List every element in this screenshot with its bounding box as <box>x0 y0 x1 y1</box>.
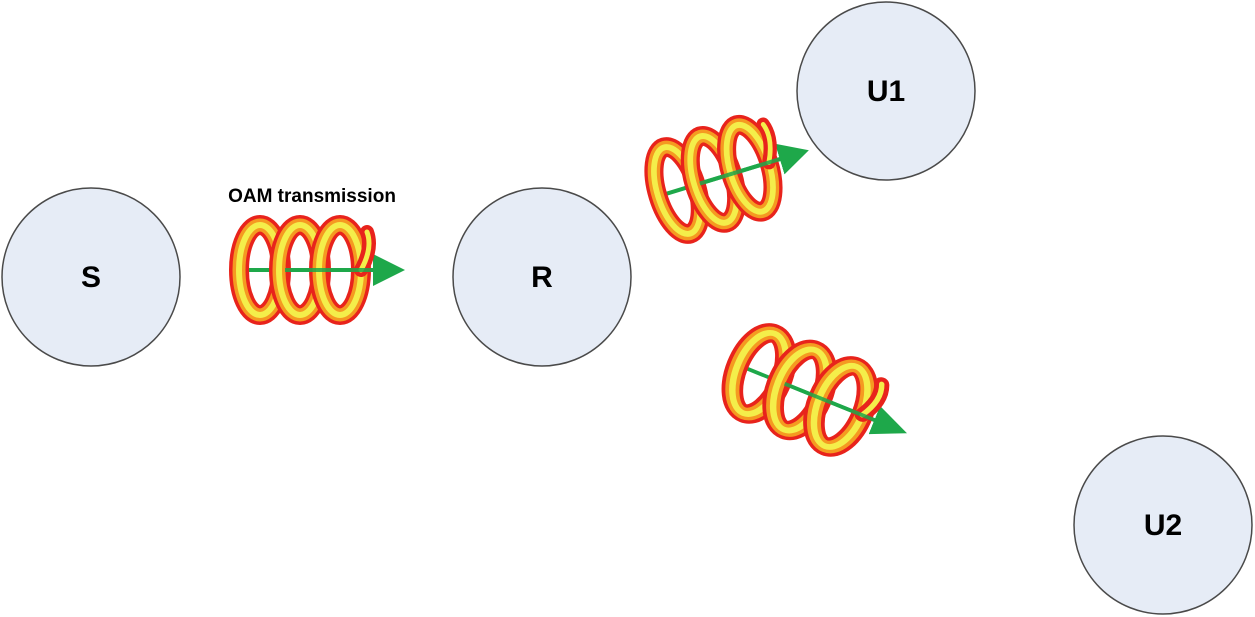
node-relay: R <box>452 187 632 367</box>
node-user1: U1 <box>796 1 976 181</box>
node-source-label: S <box>81 261 101 294</box>
node-relay-label: R <box>531 261 553 294</box>
oam-transmission-caption: OAM transmission <box>228 186 396 207</box>
node-user2-label: U2 <box>1144 509 1182 542</box>
oam-beam-source-to-relay <box>235 225 393 315</box>
node-user2: U2 <box>1073 435 1253 615</box>
oam-beam-relay-to-user1 <box>641 111 811 241</box>
node-source: S <box>1 187 181 367</box>
oam-beam-relay-to-user2 <box>718 324 911 468</box>
node-user1-label: U1 <box>867 75 905 108</box>
